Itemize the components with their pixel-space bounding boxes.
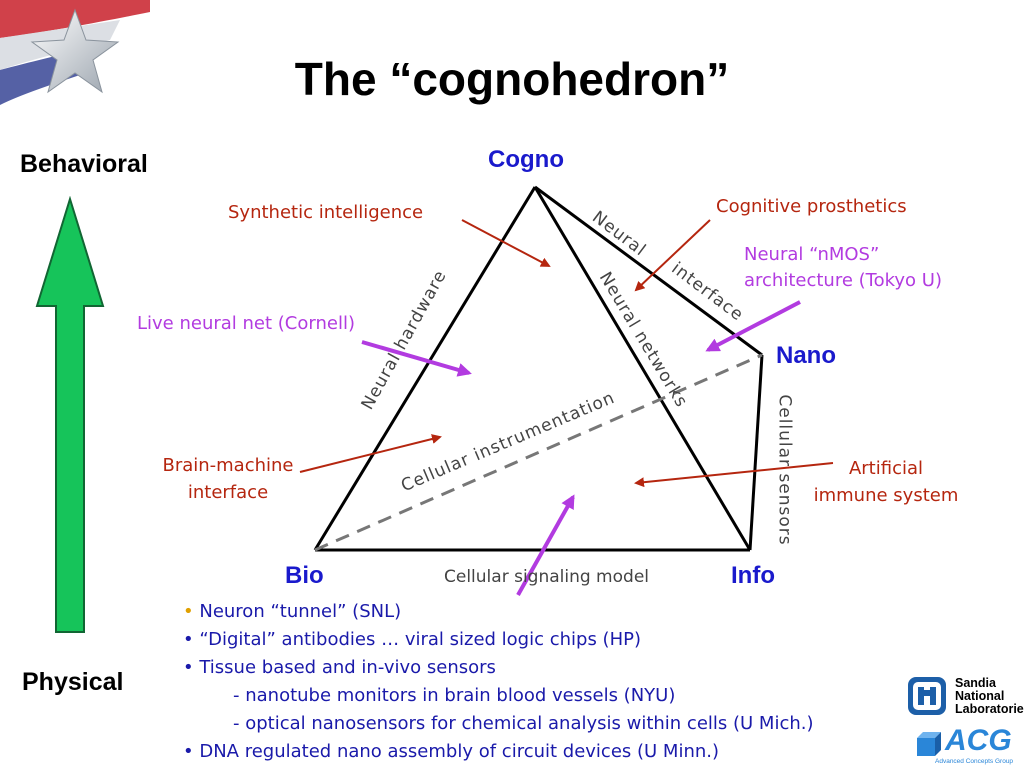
callout-neural-nmos-line2: architecture (Tokyo U)	[744, 270, 942, 291]
callout-live-neural-net: Live neural net (Cornell)	[137, 313, 355, 334]
edge-bio-nano-dashed	[314, 353, 763, 552]
bullet-marker: •	[183, 629, 194, 650]
arrow-live-neural-net	[361, 340, 472, 377]
edge-cogno-info	[533, 186, 752, 551]
arrow-brain-machine	[299, 434, 442, 473]
sandia-name: Sandia National Laboratories	[955, 677, 1024, 716]
bullet-marker: •	[183, 741, 194, 762]
callout-synthetic-intelligence: Synthetic intelligence	[228, 202, 424, 223]
physical-label: Physical	[22, 668, 124, 696]
flag-star-decoration	[0, 0, 150, 105]
bullet-item: • DNA regulated nano assembly of circuit…	[183, 738, 814, 766]
acg-subtitle: Advanced Concepts Group	[935, 758, 1014, 765]
bullet-text: “Digital” antibodies … viral sized logic…	[199, 629, 641, 650]
acg-cube-icon	[917, 732, 941, 756]
edge-label-cellular-sensors: Cellular sensors	[774, 394, 795, 546]
arrow-artificial-immune	[634, 462, 834, 488]
bullet-marker: •	[183, 657, 194, 678]
logo-area: Sandia National Laboratories ACG Advance…	[905, 674, 1024, 766]
sandia-line2: National	[955, 689, 1005, 703]
callout-neural-nmos: Neural “nMOS” architecture (Tokyo U)	[744, 242, 942, 294]
callout-arrows	[299, 219, 834, 596]
edge-cogno-nano	[534, 185, 763, 357]
tetrahedron-edges	[313, 185, 764, 552]
arrow-synthetic-intelligence	[461, 219, 551, 267]
bullet-item: - nanotube monitors in brain blood vesse…	[183, 682, 814, 710]
bullet-item: • “Digital” antibodies … viral sized log…	[183, 626, 814, 654]
callout-brain-machine-line1: Brain-machine	[162, 455, 294, 476]
examples-bullet-list: • Neuron “tunnel” (SNL)• “Digital” antib…	[183, 598, 814, 766]
sandia-thunderbird-icon	[908, 677, 946, 715]
bullet-text: DNA regulated nano assembly of circuit d…	[199, 741, 720, 762]
callout-cognitive-prosthetics: Cognitive prosthetics	[716, 196, 907, 217]
edge-nano-info	[748, 354, 764, 551]
arrow-bullets	[516, 494, 575, 596]
bullet-text: Tissue based and in-vivo sensors	[199, 657, 496, 678]
edge-bio-cogno	[313, 186, 537, 551]
callout-artificial-immune-line1: Artificial	[848, 458, 924, 479]
vertex-info: Info	[731, 562, 775, 589]
page-title: The “cognohedron”	[294, 53, 730, 105]
behavioral-physical-axis-arrow	[35, 196, 105, 633]
callout-artificial-immune-system: Artificial immune system	[796, 455, 976, 509]
bullet-item: • Neuron “tunnel” (SNL)	[183, 598, 814, 626]
sandia-line3: Laboratories	[955, 702, 1024, 716]
callout-brain-machine-interface: Brain-machine interface	[148, 452, 308, 506]
bullet-marker: •	[183, 601, 194, 622]
vertex-bio: Bio	[285, 562, 324, 589]
callout-brain-machine-line2: interface	[187, 482, 269, 503]
behavioral-label: Behavioral	[20, 150, 148, 178]
bullet-text: - nanotube monitors in brain blood vesse…	[233, 685, 676, 706]
bullet-item: • Tissue based and in-vivo sensors	[183, 654, 814, 682]
arrow-cognitive-prosthetics	[634, 219, 711, 292]
sandia-line1: Sandia	[955, 676, 996, 690]
acg-logo-text: ACG	[945, 724, 1012, 757]
bullet-text: Neuron “tunnel” (SNL)	[199, 601, 402, 622]
bullet-text: - optical nanosensors for chemical analy…	[233, 713, 814, 734]
callout-artificial-immune-line2: immune system	[813, 485, 959, 506]
vertex-nano: Nano	[776, 342, 836, 369]
callout-neural-nmos-line1: Neural “nMOS”	[744, 244, 880, 265]
arrow-neural-nmos	[705, 300, 801, 352]
bullet-item: - optical nanosensors for chemical analy…	[183, 710, 814, 738]
edge-label-cellular-signaling-model: Cellular signaling model	[444, 567, 649, 587]
vertex-cogno: Cogno	[488, 146, 564, 173]
